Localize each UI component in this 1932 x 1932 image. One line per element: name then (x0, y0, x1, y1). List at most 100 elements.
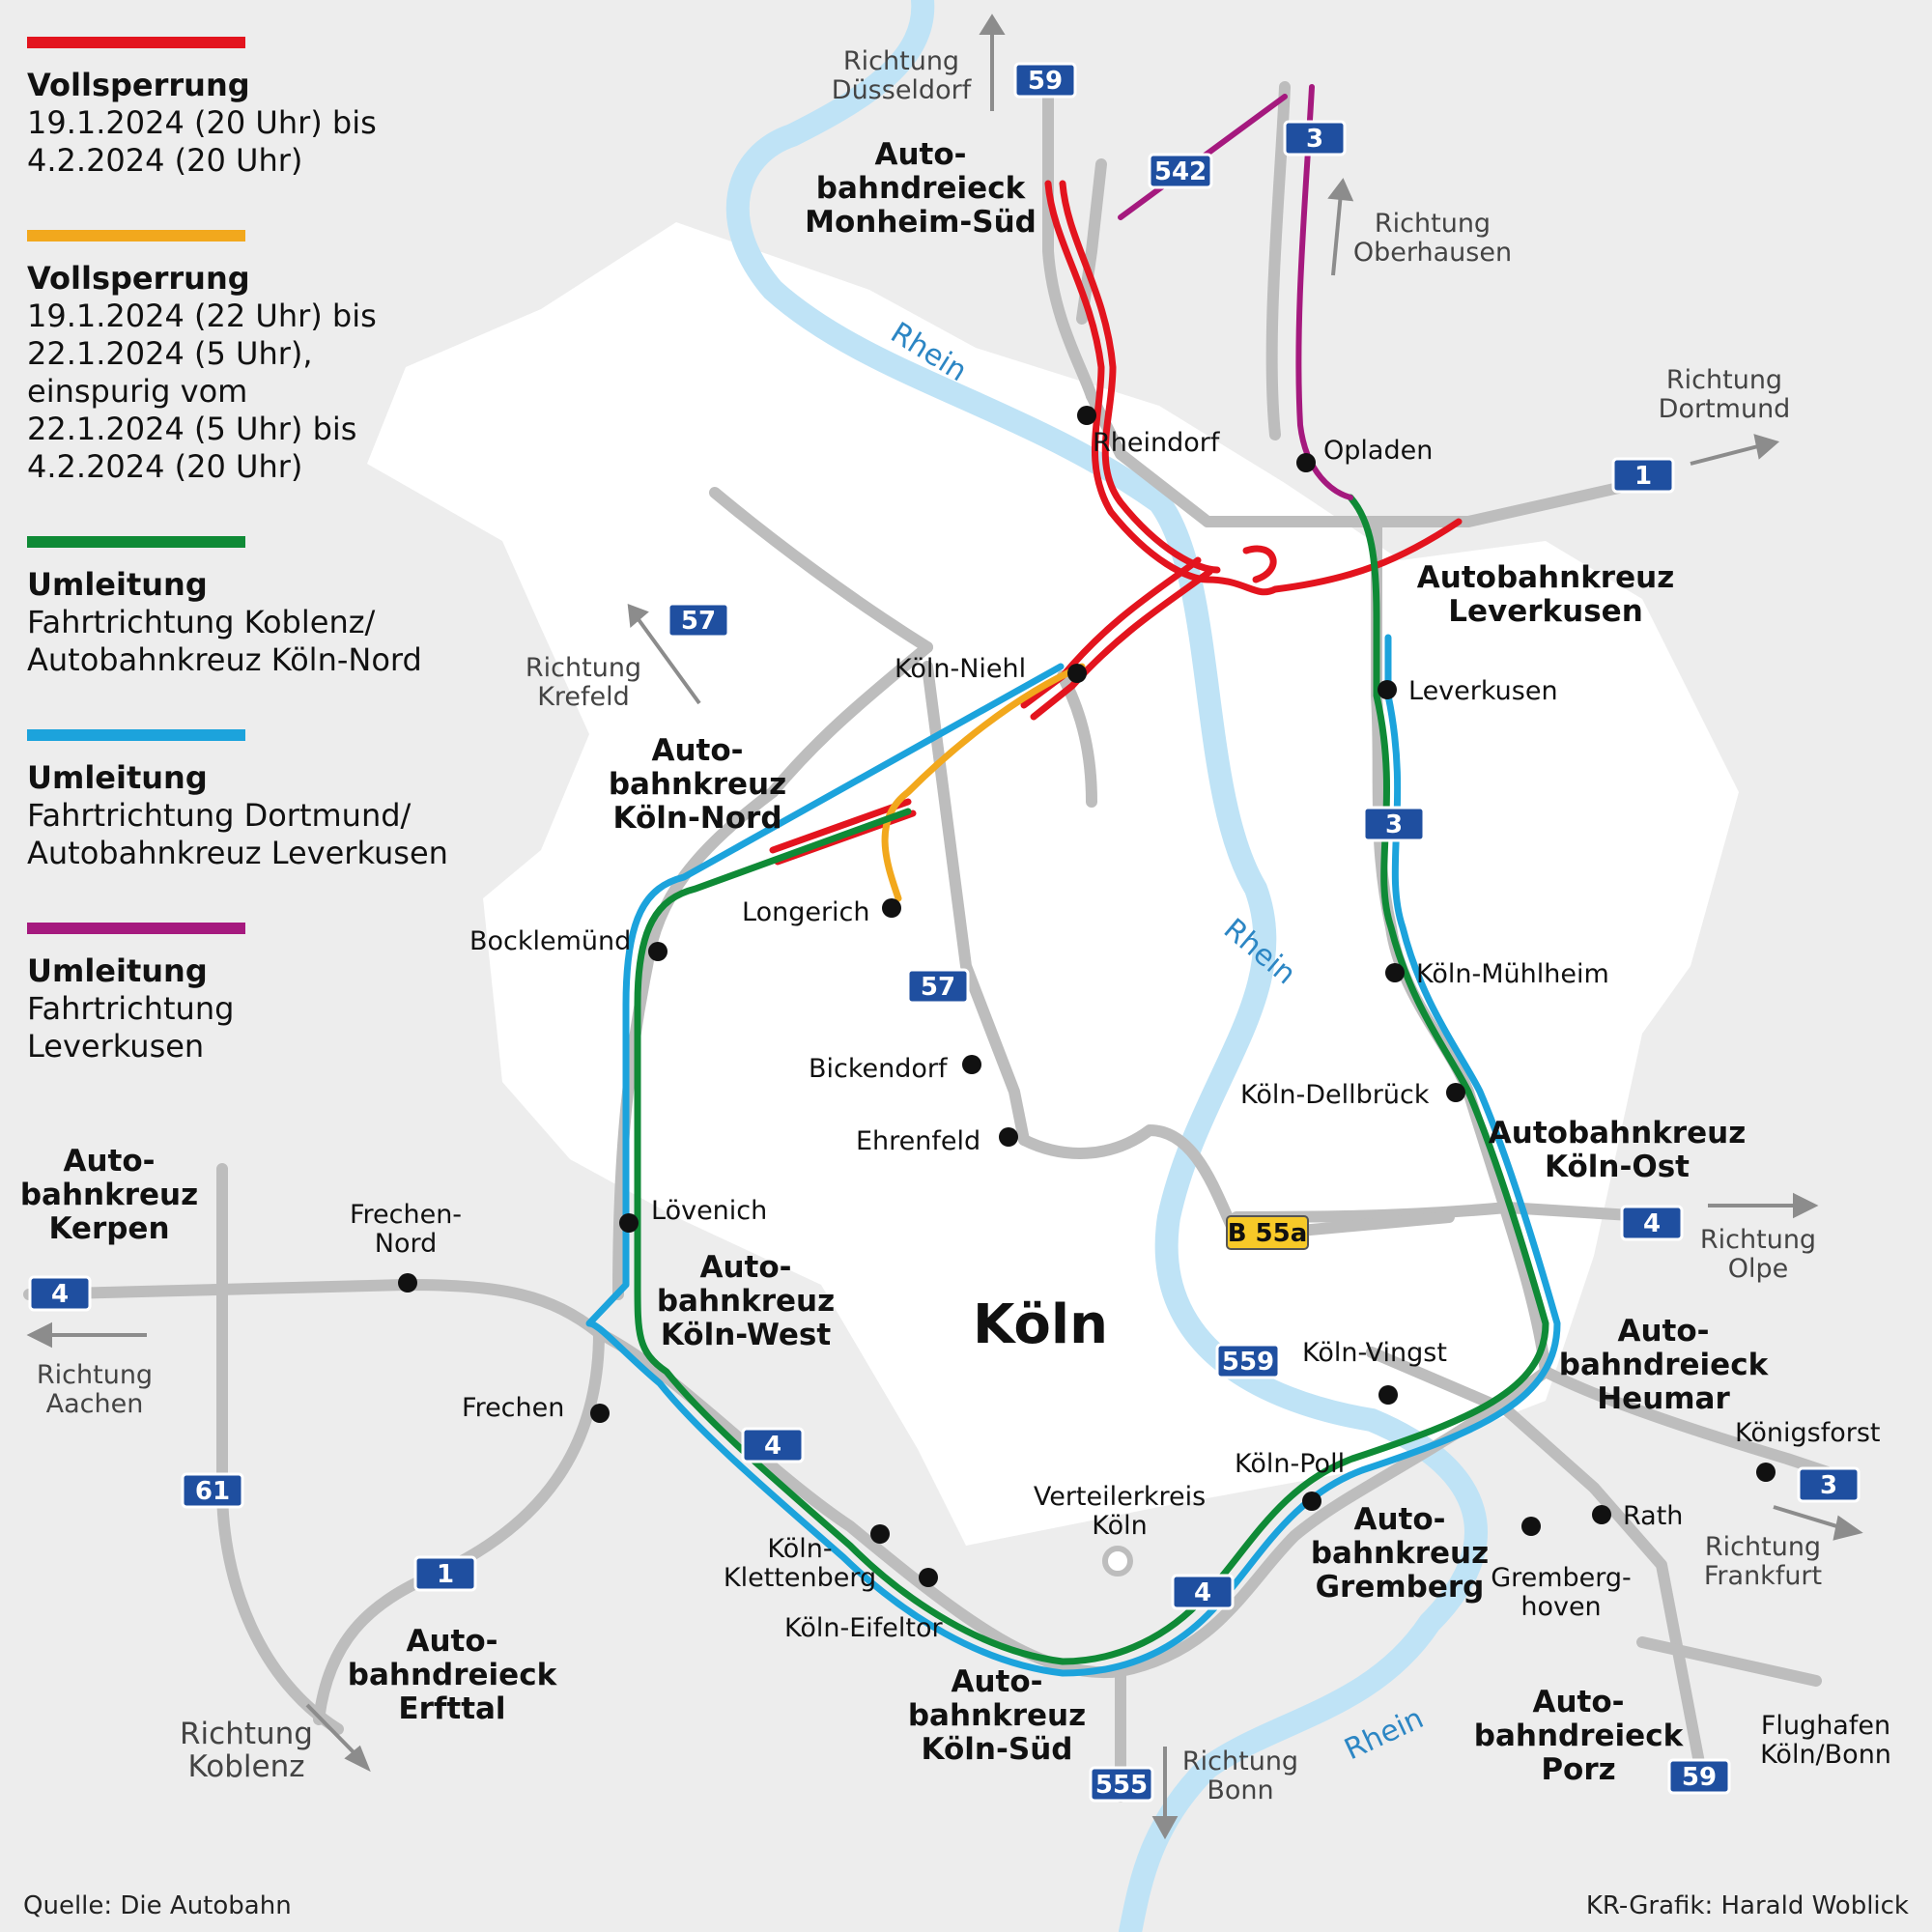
exit-rath: Rath (1623, 1501, 1683, 1531)
svg-text:1: 1 (437, 1560, 454, 1589)
svg-text:59: 59 (1682, 1763, 1717, 1792)
source-note: Quelle: Die Autobahn (23, 1891, 292, 1920)
exit-bickendorf: Bickendorf (809, 1054, 949, 1084)
svg-text:542: 542 (1154, 157, 1207, 186)
legend-color-bar (27, 729, 245, 741)
shield-a61: 61 (181, 1472, 244, 1509)
svg-text:59: 59 (1028, 67, 1063, 96)
legend-text: Fahrtrichtung Dortmund/ Autobahnkreuz Le… (27, 797, 448, 871)
shield-a59-north: 59 (1013, 62, 1077, 99)
shield-a4-south: 4 (1171, 1574, 1235, 1610)
svg-text:1: 1 (1634, 462, 1652, 491)
svg-text:4: 4 (51, 1280, 69, 1309)
legend-text: Fahrtrichtung Leverkusen (27, 990, 235, 1065)
exit-ehrenfeld: Ehrenfeld (856, 1126, 980, 1156)
legend-color-bar (27, 37, 245, 48)
svg-text:61: 61 (195, 1477, 230, 1506)
orange-closure-route (881, 663, 1086, 902)
shield-b55a: B 55a (1226, 1215, 1309, 1250)
legend-color-bar (27, 923, 245, 934)
exit-bocklemuend: Bocklemünd (469, 926, 631, 956)
shield-a3-north: 3 (1283, 120, 1347, 156)
legend-title: Vollsperrung (27, 67, 250, 103)
exit-leverkusen: Leverkusen (1408, 676, 1558, 706)
shield-a1-south: 1 (413, 1555, 477, 1592)
legend-text: 19.1.2024 (20 Uhr) bis 4.2.2024 (20 Uhr) (27, 104, 377, 179)
svg-text:559: 559 (1222, 1348, 1274, 1377)
shield-a4-center: 4 (741, 1427, 805, 1463)
exit-koeln-niehl: Köln-Niehl (895, 654, 1026, 684)
shield-a59-south: 59 (1667, 1758, 1731, 1795)
svg-text:4: 4 (1194, 1578, 1211, 1607)
shield-a4-east: 4 (1620, 1205, 1684, 1241)
exit-longerich: Longerich (742, 897, 870, 927)
shield-a4-west: 4 (28, 1275, 92, 1312)
exit-frechen: Frechen (462, 1393, 564, 1423)
legend-color-bar (27, 230, 245, 242)
exit-rheindorf: Rheindorf (1093, 428, 1221, 458)
svg-text:4: 4 (1643, 1209, 1661, 1238)
svg-text:3: 3 (1306, 125, 1323, 154)
verteilerkreis-roundabout (1102, 1546, 1133, 1577)
rhine-river (725, 0, 1488, 1932)
svg-text:57: 57 (921, 973, 955, 1002)
svg-text:3: 3 (1820, 1471, 1837, 1500)
legend-title: Umleitung (27, 566, 208, 603)
legend-text: Fahrtrichtung Koblenz/ Autobahnkreuz Köl… (27, 604, 422, 678)
legend-title: Umleitung (27, 759, 208, 796)
purple-detour-route (1295, 84, 1353, 500)
exit-gremberghoven: Gremberg-hoven (1491, 1563, 1632, 1622)
shield-a3-mid: 3 (1362, 806, 1426, 842)
exit-koeln-eifeltor: Köln-Eifeltor (784, 1613, 944, 1643)
exit-koeln-dellbrueck: Köln-Dellbrück (1240, 1080, 1430, 1110)
exit-koeln-vingst: Köln-Vingst (1302, 1338, 1447, 1368)
exit-dots (398, 406, 1776, 1587)
svg-text:B 55a: B 55a (1228, 1219, 1308, 1248)
svg-text:555: 555 (1095, 1771, 1148, 1800)
credit-note: KR-Grafik: Harald Woblick (1585, 1891, 1909, 1920)
shield-a555: 555 (1089, 1766, 1154, 1803)
legend-title: Umleitung (27, 952, 208, 989)
shield-a542: 542 (1148, 153, 1213, 189)
svg-text:57: 57 (681, 607, 716, 636)
legend-title: Vollsperrung (27, 260, 250, 297)
city-label: Köln (973, 1293, 1108, 1356)
direction-arrows (26, 14, 1863, 1840)
exit-koeln-poll: Köln-Poll (1235, 1449, 1345, 1479)
green-detour-route (634, 494, 1549, 1665)
exit-koeln-klettenberg: Köln-Klettenberg (724, 1534, 876, 1593)
exit-loevenich: Lövenich (651, 1196, 767, 1226)
legend-text: 19.1.2024 (22 Uhr) bis 22.1.2024 (5 Uhr)… (27, 298, 377, 485)
exit-opladen: Opladen (1323, 436, 1433, 466)
svg-text:3: 3 (1385, 810, 1403, 839)
exit-frechen-nord: Frechen-Nord (350, 1200, 462, 1259)
exit-koenigsforst: Königsforst (1735, 1418, 1880, 1448)
svg-text:4: 4 (764, 1432, 781, 1461)
legend-color-bar (27, 536, 245, 548)
